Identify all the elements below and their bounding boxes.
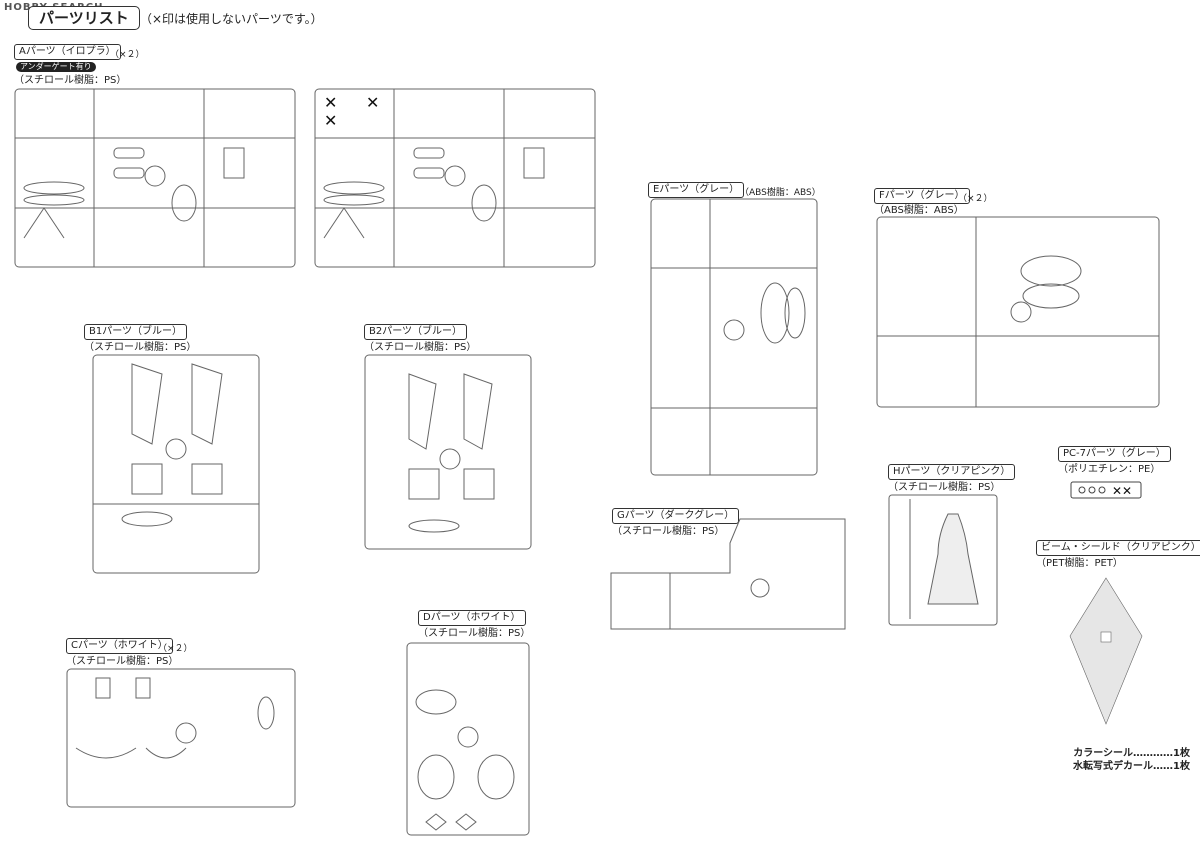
section-a-qty: （×２） — [110, 50, 145, 60]
sprue-a-2: ✕ ✕ ✕ — [314, 88, 596, 268]
sprue-f — [876, 216, 1160, 408]
sprue-c — [66, 668, 296, 808]
sprue-g — [610, 518, 846, 630]
section-a-badge: アンダーゲート有り — [16, 62, 96, 72]
sprue-e — [650, 198, 818, 476]
section-g-label: Gパーツ（ダークグレー） — [612, 508, 740, 524]
sprue-b1 — [92, 354, 260, 574]
section-a-material: （スチロール樹脂：PS） — [14, 75, 127, 86]
section-c-qty: （×２） — [158, 644, 193, 654]
section-a-label: Aパーツ（イロプラ） — [14, 44, 121, 60]
svg-text:✕: ✕ — [324, 111, 337, 130]
sprue-h — [888, 494, 998, 626]
section-pc7-label: PC-7パーツ（グレー） — [1058, 446, 1171, 462]
section-d-material: （スチロール樹脂：PS） — [418, 628, 531, 639]
sprue-b2 — [364, 354, 532, 550]
section-c-material: （スチロール樹脂：PS） — [66, 656, 179, 667]
section-beam-shield-label: ビーム・シールド（クリアピンク） — [1036, 540, 1200, 556]
svg-text:✕: ✕ — [324, 93, 337, 112]
sprue-pc7: ✕✕ — [1070, 481, 1142, 499]
footer-sticker: カラーシール…………1枚 — [1073, 748, 1190, 759]
sprue-d — [406, 642, 530, 836]
section-f-material: （ABS樹脂：ABS） — [874, 205, 964, 216]
section-c-label: Cパーツ（ホワイト） — [66, 638, 173, 654]
section-b1-material: （スチロール樹脂：PS） — [84, 342, 197, 353]
section-h-label: Hパーツ（クリアピンク） — [888, 464, 1016, 480]
section-d-label: Dパーツ（ホワイト） — [418, 610, 526, 626]
section-e-label: Eパーツ（グレー） — [648, 182, 745, 198]
section-e-material: （ABS樹脂：ABS） — [740, 188, 821, 198]
section-f-qty: （×２） — [958, 194, 993, 204]
section-g-material: （スチロール樹脂：PS） — [612, 526, 725, 537]
section-pc7-material: （ポリエチレン：PE） — [1058, 464, 1161, 475]
svg-text:✕✕: ✕✕ — [1112, 484, 1132, 498]
section-b1-label: B1パーツ（ブルー） — [84, 324, 188, 340]
footer-decal: 水転写式デカール……1枚 — [1073, 761, 1190, 772]
section-b2-material: （スチロール樹脂：PS） — [364, 342, 477, 353]
title-note: （×印は使用しないパーツです。） — [140, 12, 323, 26]
sprue-a-1 — [14, 88, 296, 268]
page-title: パーツリスト — [28, 6, 140, 30]
beam-shield-drawing — [1069, 577, 1143, 725]
section-beam-shield-material: （PET樹脂：PET） — [1036, 558, 1123, 569]
svg-text:✕: ✕ — [366, 93, 379, 112]
section-b2-label: B2パーツ（ブルー） — [364, 324, 468, 340]
section-h-material: （スチロール樹脂：PS） — [888, 482, 1001, 493]
section-f-label: Fパーツ（グレー） — [874, 188, 970, 204]
